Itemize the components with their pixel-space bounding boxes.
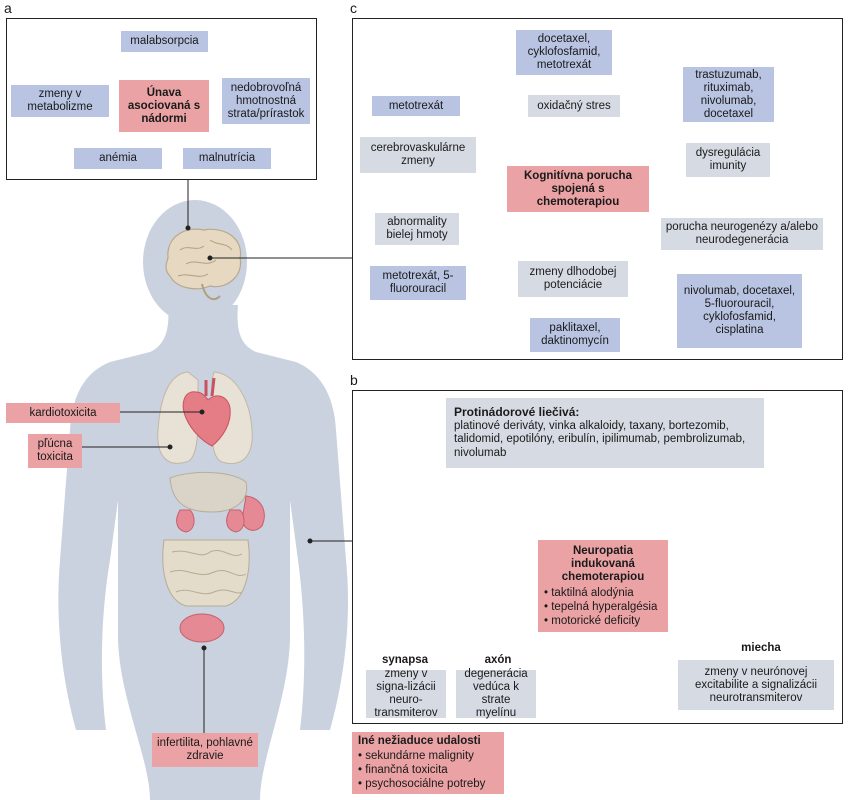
synapse-desc-box: zmeny v signa-lizácii neuro-transmiterov [366, 668, 446, 719]
immune-box: dysregulácia imunity [686, 143, 770, 177]
panel-a-label: a [4, 0, 12, 16]
symptom-item: • tepelná hyperalgésia [544, 600, 658, 613]
cognitive-center-box: Kognitívna porucha spojená s chemoterapi… [507, 166, 649, 212]
fatigue-center-box: Únava asociovaná s nádormi [119, 80, 209, 132]
other-events-list: • sekundárne malignity • finančná toxici… [358, 749, 485, 791]
symptom-item: • taktilná alodýnia [544, 586, 634, 599]
symptom-list: • taktilná alodýnia • tepelná hyperalgés… [544, 586, 657, 628]
synapse-label: synapsa [381, 654, 429, 666]
anemia-box: anémia [74, 148, 162, 169]
drugs-title: Protinádorové liečivá: [454, 404, 580, 419]
infertility-box: infertilita, pohlavné zdravie [152, 733, 258, 767]
white-matter-drugs-box: metotrexát, 5-fluorouracil [370, 266, 466, 300]
neurogenesis-box: porucha neurogenézy a/alebo neurodegener… [661, 218, 823, 250]
cardiotoxicity-box: kardiotoxicita [6, 403, 120, 423]
oxidative-drugs-box: docetaxel, cyklofosfamid, metotrexát [516, 30, 612, 75]
heart-illustration [182, 377, 231, 447]
axon-desc-box: degenerácia vedúca k strate myelínu [456, 668, 536, 719]
panel-c-label: c [350, 0, 357, 16]
neuropathy-center-box: Neuropatia indukovaná chemoterapiou • ta… [538, 540, 668, 632]
axon-label: axón [484, 654, 512, 666]
potentiation-box: zmeny dlhodobej potenciácie [518, 261, 628, 297]
other-event-item: • psychosociálne potreby [358, 778, 486, 790]
panel-b-label: b [350, 372, 358, 388]
malabsorption-box: malabsorpcia [121, 31, 208, 52]
malnutrition-box: malnutrícia [183, 148, 271, 169]
connector-lines [82, 178, 352, 733]
spine-desc-box: zmeny v neurónovej excitabilite a signal… [678, 660, 834, 710]
cerebrovascular-box: cerebrovaskulárne zmeny [360, 137, 476, 173]
potentiation-drugs-box: paklitaxel, daktinomycín [530, 318, 620, 352]
oxidative-stress-box: oxidačný stres [528, 95, 620, 117]
pulmonary-toxicity-box: pľúcna toxicita [28, 434, 82, 468]
immune-drugs-box: trastuzumab, rituximab, nivolumab, docet… [683, 67, 774, 122]
other-event-item: • sekundárne malignity [358, 750, 474, 762]
symptom-item: • motorické deficity [544, 614, 641, 627]
spine-label: miecha [741, 642, 781, 654]
drugs-text: platinové deriváty, vinka alkaloidy, tax… [454, 419, 746, 459]
neurogenesis-drugs-box: nivolumab, docetaxel, 5-fluorouracil, cy… [677, 274, 802, 348]
white-matter-box: abnormality bielej hmoty [375, 213, 459, 245]
other-events-box: Iné nežiaduce udalosti • sekundárne mali… [352, 732, 504, 794]
brain-illustration [165, 228, 242, 301]
weight-box: nedobrovoľná hmotnostná strata/prírastok [222, 78, 310, 124]
metabolism-box: zmeny v metabolizme [11, 85, 109, 117]
neuropathy-title: Neuropatia indukovaná chemoterapiou [561, 544, 645, 583]
other-events-title: Iné nežiaduce udalosti [358, 735, 481, 747]
abdomen-illustration [162, 471, 265, 643]
cerebrovascular-drugs-box: metotrexát [372, 96, 460, 116]
drugs-box: Protinádorové liečivá: platinové derivát… [446, 398, 764, 468]
other-event-item: • finančná toxicita [358, 764, 448, 776]
